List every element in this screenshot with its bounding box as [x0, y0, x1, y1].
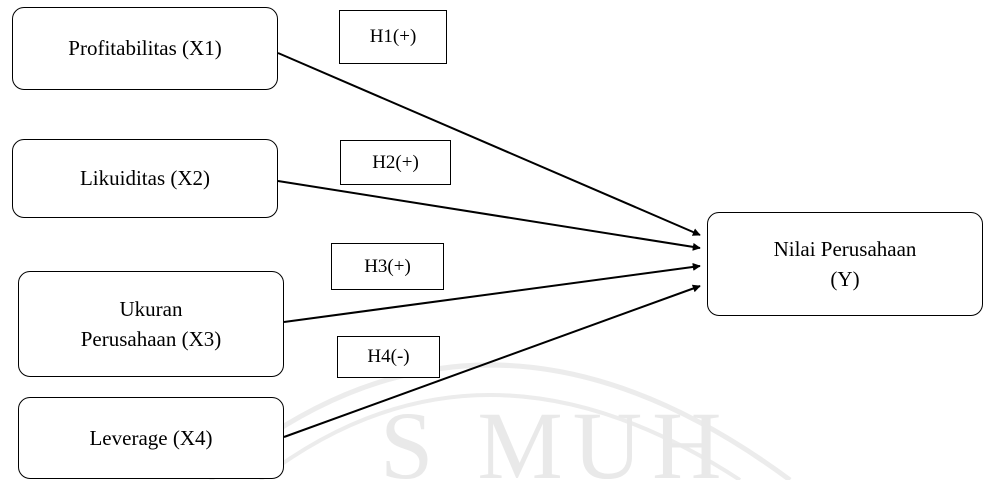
arrow-x1-to-y	[277, 52, 701, 236]
variable-label-y-line1: Nilai Perusahaan	[773, 236, 917, 261]
hypothesis-text-h2: H2(+)	[372, 151, 419, 173]
variable-box-nilai-perusahaan: Nilai Perusahaan (Y)	[707, 212, 983, 316]
variable-box-likuiditas: Likuiditas (X2)	[12, 139, 278, 218]
hypothesis-label-h4: H4(-)	[337, 336, 440, 378]
hypothesis-label-h2: H2(+)	[340, 140, 451, 185]
variable-label-x2: Likuiditas (X2)	[79, 166, 211, 191]
variable-box-leverage: Leverage (X4)	[18, 397, 284, 479]
arrow-x4-to-y	[283, 284, 701, 438]
variable-box-profitabilitas: Profitabilitas (X1)	[12, 7, 278, 90]
variable-label-x4: Leverage (X4)	[89, 425, 213, 450]
variable-box-ukuran-perusahaan: Ukuran Perusahaan (X3)	[18, 271, 284, 377]
variable-label-x1: Profitabilitas (X1)	[68, 36, 222, 61]
arrow-x2-to-y	[277, 180, 701, 251]
variable-label-x3-line1: Ukuran	[119, 296, 183, 321]
hypothesis-text-h3: H3(+)	[364, 255, 411, 277]
hypothesis-label-h1: H1(+)	[339, 10, 447, 64]
variable-label-x3-line2: Perusahaan (X3)	[80, 327, 222, 351]
arrow-x3-to-y	[283, 262, 701, 323]
hypothesis-text-h1: H1(+)	[369, 26, 417, 47]
variable-label-y-line2: (Y)	[830, 267, 860, 291]
hypothesis-text-h4: H4(-)	[367, 346, 410, 367]
hypothesis-label-h3: H3(+)	[331, 243, 444, 290]
